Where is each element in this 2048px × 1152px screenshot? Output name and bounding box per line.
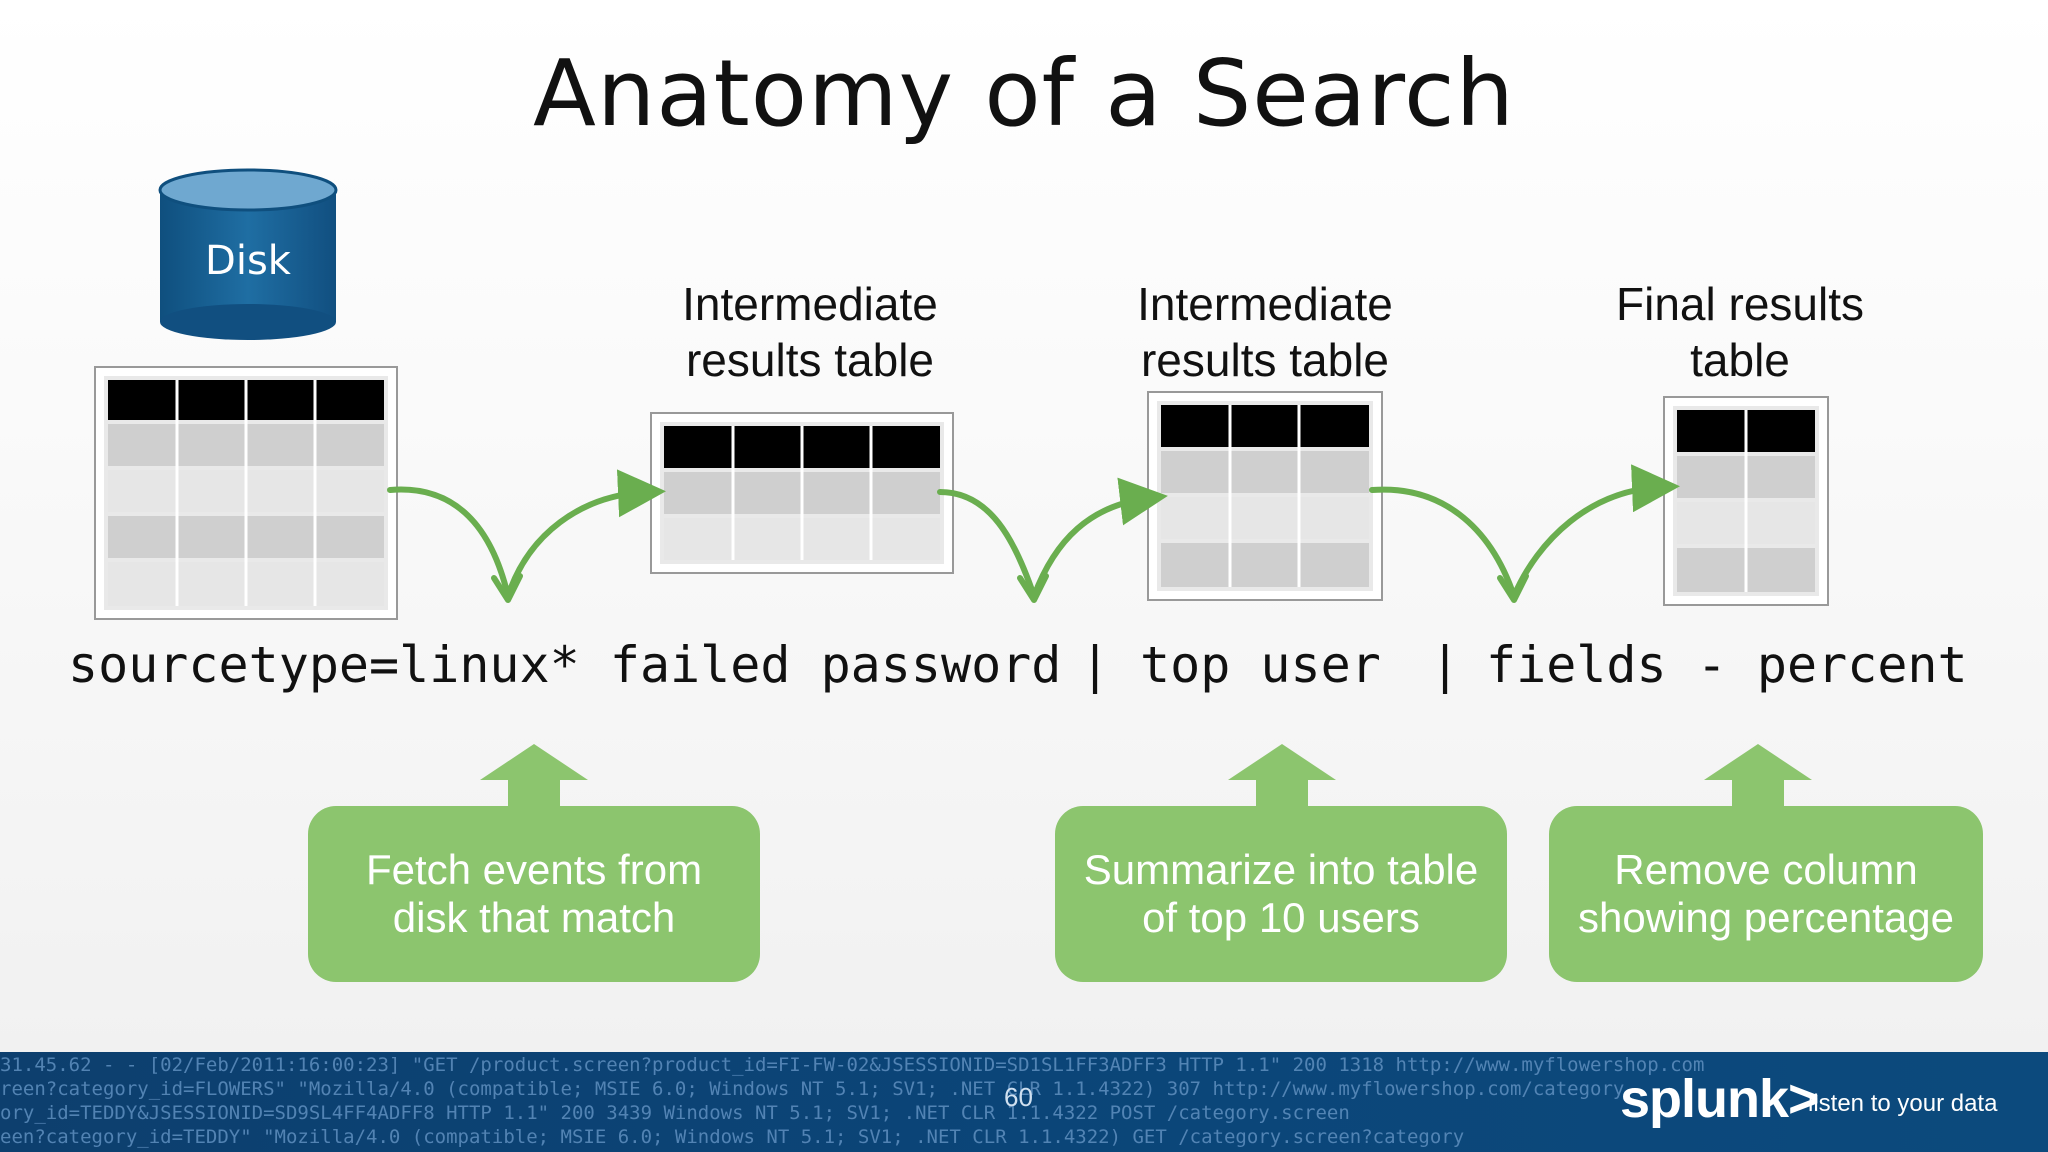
- up-arrow-2: [1228, 744, 1336, 810]
- disk-icon: [158, 168, 338, 340]
- table-label-3: Final results table: [1570, 276, 1910, 388]
- table-label-2: Intermediate results table: [1095, 276, 1435, 388]
- disk-label: Disk: [205, 238, 291, 284]
- callout-1-line2: disk that match: [392, 894, 676, 941]
- callout-2-line2: of top 10 users: [1142, 894, 1420, 941]
- page-number: 60: [1004, 1082, 1033, 1112]
- table-label-3-line2: table: [1690, 334, 1790, 386]
- callout-box-2: [1055, 806, 1507, 982]
- table-label-2-line1: Intermediate: [1137, 278, 1393, 330]
- flow-arrow-3: [1369, 464, 1680, 599]
- tagline: listen to your data: [1808, 1090, 1998, 1117]
- callout-summarize: Summarize into table of top 10 users: [1055, 806, 1507, 982]
- search-part-top: top user: [1140, 636, 1381, 694]
- slide-title: Anatomy of a Search: [533, 40, 1515, 147]
- intermediate-table-2: [1147, 391, 1383, 601]
- arrow-tip-1: [491, 573, 523, 603]
- diagram-graphics: [94, 168, 1983, 982]
- search-part-base: sourcetype=linux* failed password: [68, 636, 1062, 694]
- footer-log-line-3: ory_id=TEDDY&JSESSIONID=SD9SL4FF4ADFF8 H…: [0, 1102, 1350, 1124]
- intermediate-table-1: [650, 412, 954, 574]
- table-label-1: Intermediate results table: [640, 276, 980, 388]
- search-pipe-2: |: [1430, 636, 1461, 694]
- footer-log-line-2: reen?category_id=FLOWERS" "Mozilla/4.0 (…: [0, 1078, 1625, 1100]
- callout-box-1: [308, 806, 760, 982]
- search-part-fields: fields - percent: [1486, 636, 1968, 694]
- table-label-3-line1: Final results: [1616, 278, 1864, 330]
- callout-3-line1: Remove column: [1614, 846, 1918, 893]
- table-label-1-line2: results table: [685, 334, 934, 386]
- callout-remove-column: Remove column showing percentage: [1549, 806, 1983, 982]
- callout-1-line1: Fetch events from: [365, 846, 703, 893]
- callout-3-line2: showing percentage: [1578, 894, 1954, 941]
- footer-bar: 31.45.62 - - [02/Feb/2011:16:00:23] "GET…: [0, 1052, 2048, 1152]
- up-arrow-1: [480, 744, 588, 810]
- search-pipe-1: |: [1080, 636, 1111, 694]
- callout-box-3: [1549, 806, 1983, 982]
- table-label-2-line2: results table: [1140, 334, 1389, 386]
- splunk-logo: splunk>: [1620, 1069, 1820, 1129]
- footer-log-line-4: een?category_id=TEDDY" "Mozilla/4.0 (com…: [0, 1126, 1465, 1148]
- arrow-tip-2: [1017, 573, 1049, 603]
- arrow-tip-3: [1497, 573, 1529, 603]
- final-results-table: [1663, 396, 1829, 606]
- up-arrow-3: [1704, 744, 1812, 810]
- callout-fetch-events: Fetch events from disk that match: [308, 806, 760, 982]
- table-label-1-line1: Intermediate: [682, 278, 938, 330]
- callout-2-line1: Summarize into table: [1083, 846, 1479, 893]
- search-command: sourcetype=linux* failed password | top …: [0, 636, 2048, 706]
- disk-events-table: [94, 366, 398, 620]
- footer-log-line-1: 31.45.62 - - [02/Feb/2011:16:00:23] "GET…: [0, 1054, 1705, 1076]
